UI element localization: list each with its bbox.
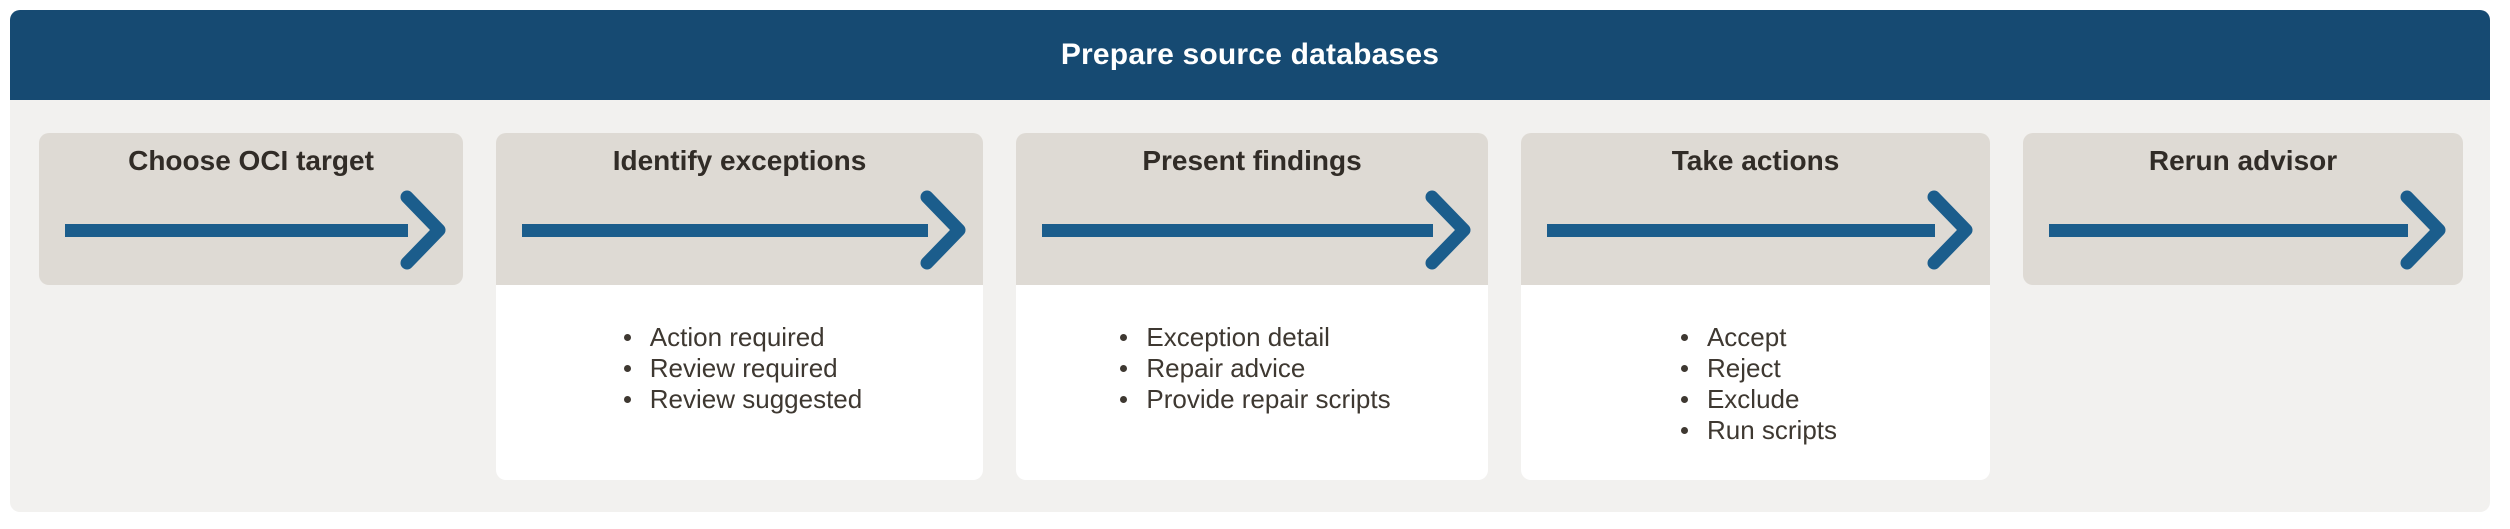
bullet-item: Repair advice	[1113, 353, 1390, 384]
step-title: Present findings	[1142, 145, 1362, 176]
arrow-chevron	[2400, 190, 2446, 270]
bullet-item: Action required	[617, 322, 862, 353]
step-header: Take actions	[1521, 133, 1990, 285]
bullet-item: Review suggested	[617, 384, 862, 415]
arrow-shaft	[1547, 223, 1935, 237]
bullet-item: Run scripts	[1674, 415, 1837, 446]
arrow-shaft	[2049, 223, 2408, 237]
diagram-title: Prepare source databases	[1060, 38, 1440, 71]
arrow-shaft	[522, 223, 928, 237]
bullet-item: Review required	[617, 353, 862, 384]
bullet-item: Reject	[1674, 353, 1837, 384]
bullet-item: Exception detail	[1113, 322, 1390, 353]
bullet-item: Provide repair scripts	[1113, 384, 1391, 415]
arrow-chevron	[1425, 190, 1471, 270]
bullet-item: Exclude	[1674, 384, 1837, 415]
step-header: Present findings	[1016, 133, 1488, 285]
step-choose-oci-target: Choose OCI target	[39, 133, 463, 285]
arrow-shaft	[1042, 223, 1433, 237]
step-title: Take actions	[1671, 145, 1840, 176]
arrow-chevron	[920, 190, 966, 270]
arrow-right-icon	[1042, 187, 1474, 273]
arrow-right-icon	[2049, 187, 2449, 273]
step-header: Rerun advisor	[2023, 133, 2463, 285]
step-title: Choose OCI target	[128, 145, 374, 176]
step-header: Identify exceptions	[496, 133, 983, 285]
arrow-chevron	[1927, 190, 1973, 270]
arrow-right-icon	[65, 187, 449, 273]
step-header: Choose OCI target	[39, 133, 463, 285]
arrow-right-icon	[1547, 187, 1976, 273]
step-title: Identify exceptions	[612, 145, 867, 176]
process-diagram-panel: Prepare source databases Choose OCI targ…	[10, 10, 2490, 512]
step-rerun-advisor: Rerun advisor	[2023, 133, 2463, 285]
arrow-shaft	[65, 223, 408, 237]
diagram-header: Prepare source databases	[10, 10, 2490, 100]
arrow-chevron	[400, 190, 446, 270]
bullet-item: Accept	[1674, 322, 1837, 353]
arrow-right-icon	[522, 187, 969, 273]
step-title: Rerun advisor	[2148, 145, 2338, 176]
